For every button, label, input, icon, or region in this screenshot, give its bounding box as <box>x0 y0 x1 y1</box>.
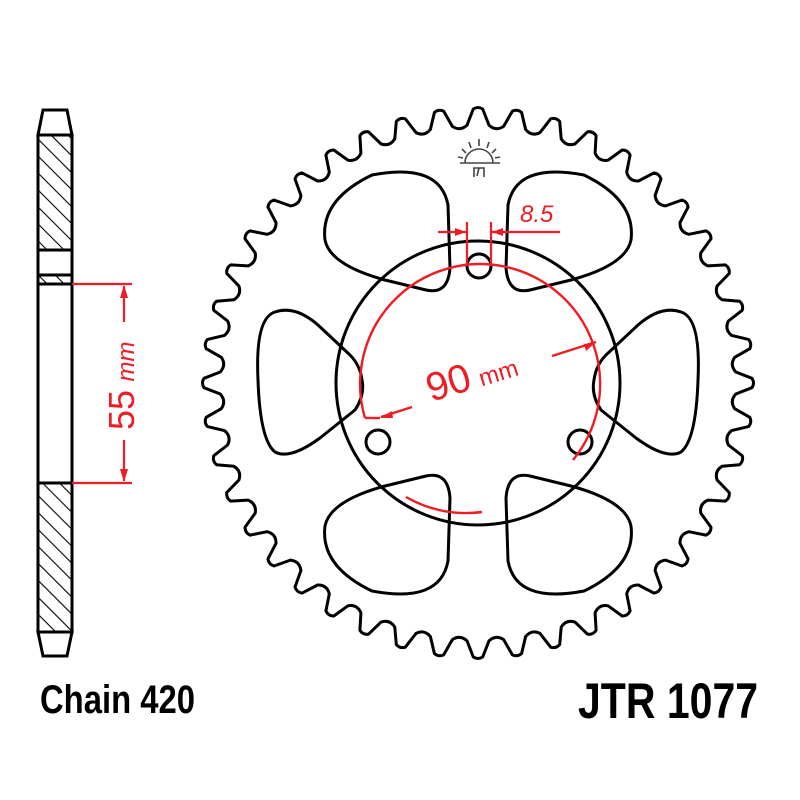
bolt-hole-top <box>465 252 493 280</box>
side-profile-hub <box>36 282 74 485</box>
sprocket-face <box>201 106 755 660</box>
lightening-hole-bottom-right <box>504 473 633 596</box>
hub-features <box>334 239 622 527</box>
lightening-holes <box>256 170 700 596</box>
bolt-hole-right <box>566 428 594 456</box>
side-profile-lower-hatch <box>36 481 74 634</box>
bolt-circle-dimension <box>358 262 602 515</box>
lightening-hole-top-left <box>323 170 452 293</box>
bolt-circle-label: 90 mm <box>421 341 523 410</box>
hub-width-dimension <box>72 282 132 485</box>
side-profile-bottom-chamfer <box>36 630 74 658</box>
lightening-hole-left <box>256 308 365 456</box>
chain-size-label: Chain 420 <box>40 678 195 722</box>
side-profile-upper-hatch <box>36 133 74 252</box>
side-profile-top-chamfer <box>36 108 74 137</box>
lightening-hole-right <box>591 308 700 456</box>
sprocket-teeth-outline <box>201 106 755 660</box>
part-number-label: JTR 1077 <box>578 673 759 729</box>
bolt-hole-diameter-label: 8.5 <box>520 201 554 228</box>
lightening-hole-top-right <box>504 170 633 293</box>
side-profile <box>36 108 74 658</box>
lightening-hole-bottom-left <box>323 473 452 596</box>
bolt-hole-left <box>364 428 392 456</box>
center-bore <box>334 239 622 527</box>
bolt-hole-dimension <box>438 222 560 266</box>
side-profile-upper-gap <box>36 248 74 277</box>
hub-width-label: 55 mm <box>101 342 142 430</box>
sunrise-logo-icon <box>457 139 501 177</box>
